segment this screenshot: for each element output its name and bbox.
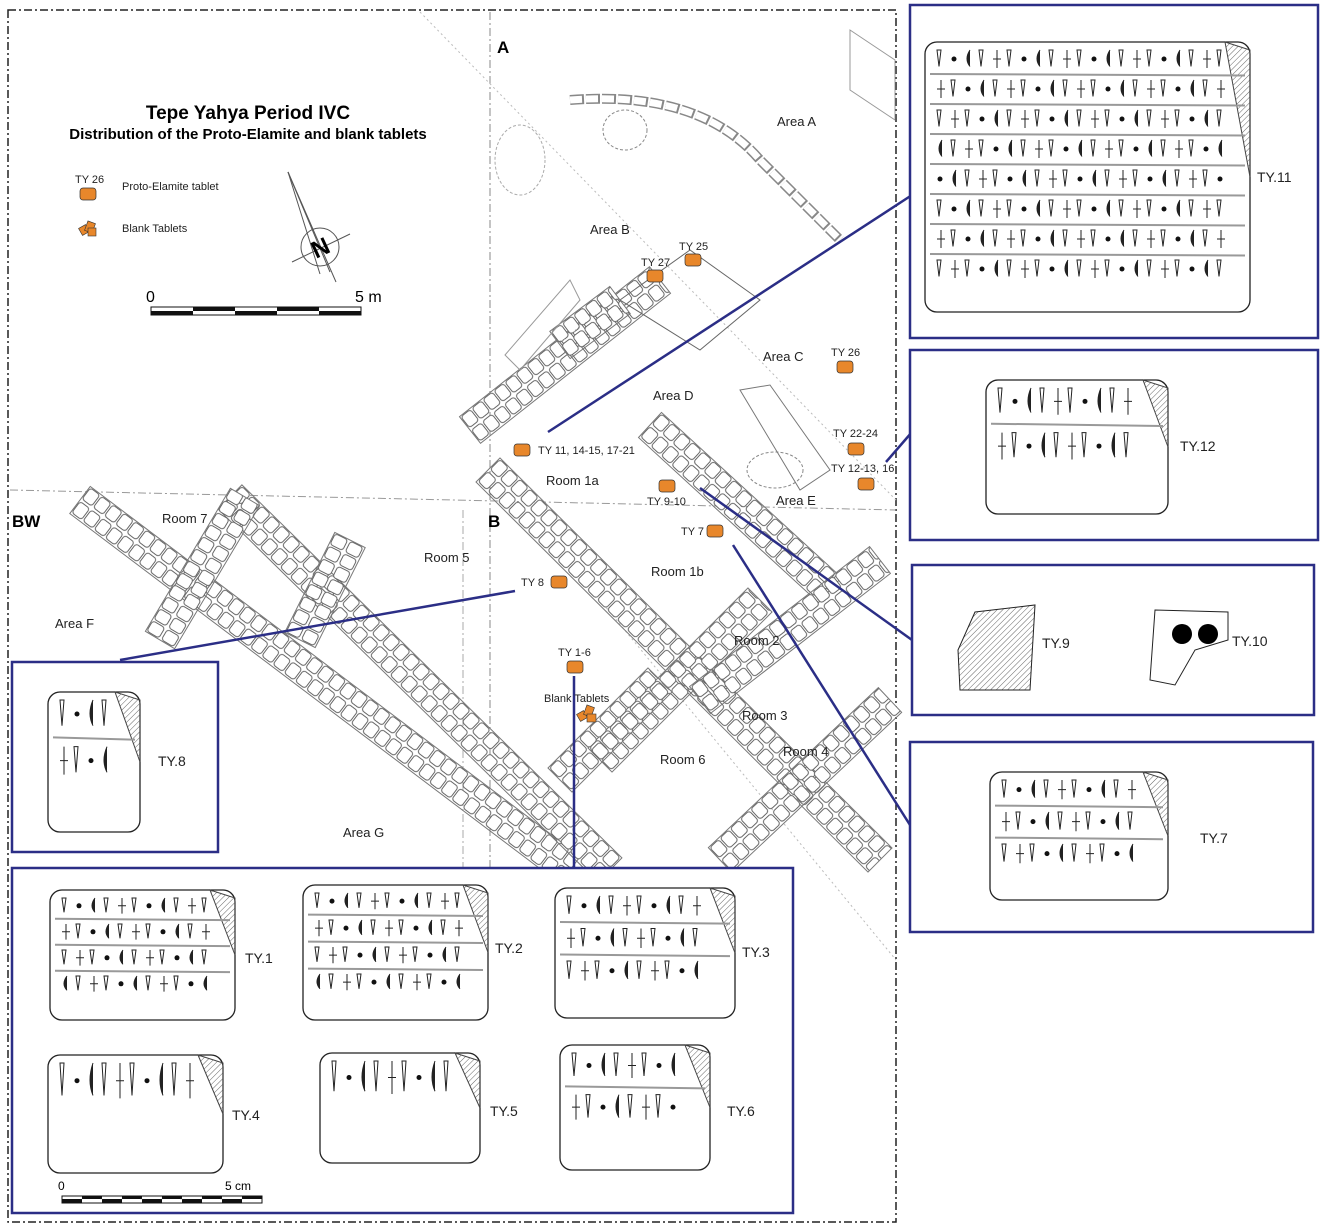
- tablet-ty10: [1149, 609, 1229, 686]
- area-b-label: Area B: [590, 222, 630, 237]
- brick-wall: [458, 265, 672, 445]
- proto-elamite-tablet-icon: [566, 660, 584, 674]
- room-6-label: Room 6: [660, 752, 706, 767]
- ty4-caption: TY.4: [232, 1107, 260, 1123]
- proto-elamite-tablet-icon: [513, 443, 531, 457]
- blank-tablets-marker: [576, 704, 597, 723]
- tablet-ty11: [924, 41, 1251, 313]
- tablet-ty9: [957, 604, 1036, 691]
- legend-tablet-label: Proto-Elamite tablet: [122, 181, 219, 193]
- sector-bw: BW: [12, 512, 41, 531]
- ty11-caption: TY.11: [1257, 169, 1292, 185]
- ty6-caption: TY.6: [727, 1103, 755, 1119]
- proto-elamite-tablet-icon: [658, 479, 676, 493]
- map-subtitle: Distribution of the Proto-Elamite and bl…: [69, 126, 427, 143]
- ty8-caption: TY.8: [158, 753, 186, 769]
- room-4-label: Room 4: [783, 744, 829, 759]
- sector-a: A: [497, 38, 509, 57]
- ty3-caption: TY.3: [742, 944, 770, 960]
- tablet-markers: [79, 187, 875, 674]
- mudbrick-walls: [69, 265, 903, 885]
- brick-wall: [144, 487, 261, 650]
- find-ty9-10-label: TY 9-10: [647, 496, 686, 508]
- tablet-scale-start: 0: [58, 1179, 65, 1193]
- map-title: Tepe Yahya Period IVC: [146, 103, 350, 124]
- area-c-label: Area C: [763, 349, 803, 364]
- find-ty7-label: TY 7: [681, 526, 704, 538]
- room-7-label: Room 7: [162, 511, 208, 526]
- ty5-caption: TY.5: [490, 1103, 518, 1119]
- find-ty27-label: TY 27: [641, 257, 670, 269]
- proto-elamite-tablet-icon: [684, 253, 702, 267]
- legend-tablet-icon: [79, 187, 97, 201]
- ty10-caption: TY.10: [1232, 633, 1268, 649]
- scale-start: 0: [146, 289, 155, 306]
- legend-tablet-example: TY 26: [75, 174, 104, 186]
- tablet-scale-end: 5 cm: [225, 1179, 251, 1193]
- area-g-label: Area G: [343, 825, 384, 840]
- proto-elamite-tablet-icon: [836, 360, 854, 374]
- proto-elamite-tablet-icon: [857, 477, 875, 491]
- find-ty1-6-label: TY 1-6: [558, 647, 591, 659]
- find-ty22-24-label: TY 22-24: [833, 428, 878, 440]
- brick-wall: [547, 667, 673, 793]
- connector-lines: [119, 193, 913, 868]
- tablet-ty6: [559, 1044, 711, 1171]
- proto-elamite-tablet-icon: [646, 269, 664, 283]
- ty7-caption: TY.7: [1200, 830, 1228, 846]
- area-d-label: Area D: [653, 388, 693, 403]
- find-ty12-label: TY 12-13, 16: [831, 463, 894, 475]
- proto-elamite-tablet-icon: [550, 575, 568, 589]
- find-ty25-label: TY 25: [679, 241, 708, 253]
- legend-blank-label: Blank Tablets: [122, 223, 188, 235]
- find-ty11-label: TY 11, 14-15, 17-21: [538, 445, 635, 457]
- legend-blank-icon: [78, 220, 97, 237]
- ty12-caption: TY.12: [1180, 438, 1216, 454]
- survey-line: [419, 11, 897, 501]
- find-ty8-label: TY 8: [521, 577, 544, 589]
- find-ty26-label: TY 26: [831, 347, 860, 359]
- ty2-caption: TY.2: [495, 940, 523, 956]
- tablet-ty8: [47, 691, 141, 833]
- map-frame: [7, 9, 897, 1223]
- proto-elamite-tablet-icon: [847, 442, 865, 456]
- sector-b: B: [488, 512, 500, 531]
- tablet-drawings: [47, 41, 1251, 1174]
- proto-elamite-tablet-icon: [706, 524, 724, 538]
- north-label: N: [307, 232, 334, 264]
- tablet-ty12: [985, 379, 1169, 515]
- tablet-ty4: [47, 1054, 224, 1174]
- ty1-caption: TY.1: [245, 950, 273, 966]
- area-e-label: Area E: [776, 493, 816, 508]
- room-3-label: Room 3: [742, 708, 788, 723]
- area-f-label: Area F: [55, 616, 94, 631]
- tablet-ty1: [49, 889, 236, 1021]
- room-2-label: Room 2: [734, 633, 780, 648]
- tablet-ty2: [302, 884, 489, 1021]
- map-scale-bar: [150, 306, 362, 316]
- find-blank-label: Blank Tablets: [544, 693, 610, 705]
- scale-end: 5 m: [355, 289, 382, 306]
- brick-wall: [284, 531, 366, 649]
- room-1a-label: Room 1a: [546, 473, 600, 488]
- tablet-scale-bar: [61, 1195, 263, 1204]
- north-arrow-icon: [287, 171, 351, 283]
- room-1b-label: Room 1b: [651, 564, 704, 579]
- tablet-ty7: [989, 771, 1169, 901]
- ty9-caption: TY.9: [1042, 635, 1070, 651]
- tablet-ty3: [554, 887, 736, 1019]
- tablet-ty5: [319, 1052, 481, 1164]
- area-a-label: Area A: [777, 114, 816, 129]
- room-5-label: Room 5: [424, 550, 470, 565]
